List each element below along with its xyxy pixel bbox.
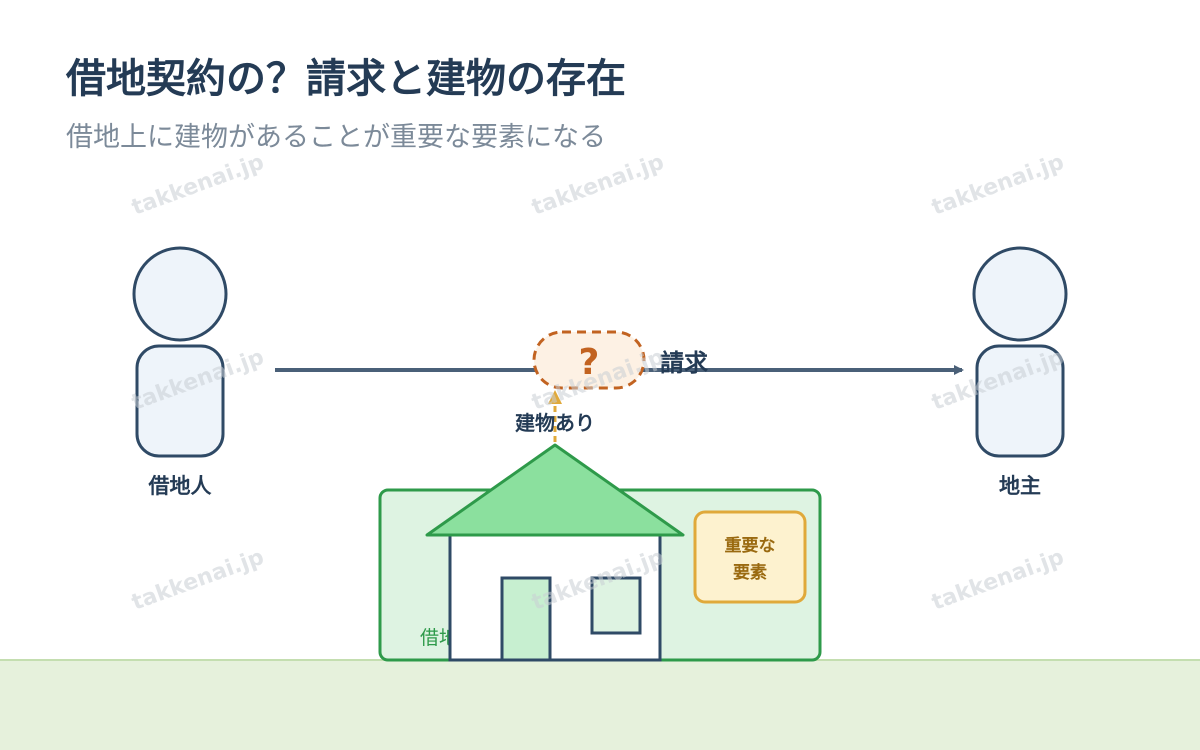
watermark: takkenai.jp — [929, 545, 1068, 616]
question-mark: ? — [579, 342, 600, 383]
watermark: takkenai.jp — [929, 150, 1068, 221]
tenant-label: 借地人 — [148, 474, 212, 498]
building-exists-label: 建物あり — [515, 411, 595, 435]
landlord-label: 地主 — [999, 474, 1041, 498]
watermark: takkenai.jp — [129, 150, 268, 221]
landlord-figure — [972, 246, 1068, 458]
claim-label: 請求 — [660, 349, 708, 377]
tenant-figure — [132, 246, 228, 458]
landlord-body — [975, 344, 1065, 458]
house — [425, 443, 685, 662]
question-badge — [532, 330, 646, 390]
page-title: 借地契約の？請求と建物の存在 — [65, 56, 626, 102]
landlord-head — [972, 246, 1068, 342]
house-window — [590, 576, 642, 635]
tenant-body — [135, 344, 225, 458]
house-roof — [425, 443, 685, 537]
page-subtitle: 借地上に建物があることが重要な要素になる — [66, 122, 606, 153]
important-line-2: 要素 — [733, 563, 767, 583]
tenant-head — [132, 246, 228, 342]
important-line-1: 重要な — [725, 535, 776, 556]
house-door — [500, 576, 552, 662]
important-badge — [693, 510, 807, 604]
building-indicator-arrowhead — [548, 390, 562, 404]
ground — [0, 660, 1200, 750]
watermark: takkenai.jp — [529, 150, 668, 221]
watermark: takkenai.jp — [129, 545, 268, 616]
